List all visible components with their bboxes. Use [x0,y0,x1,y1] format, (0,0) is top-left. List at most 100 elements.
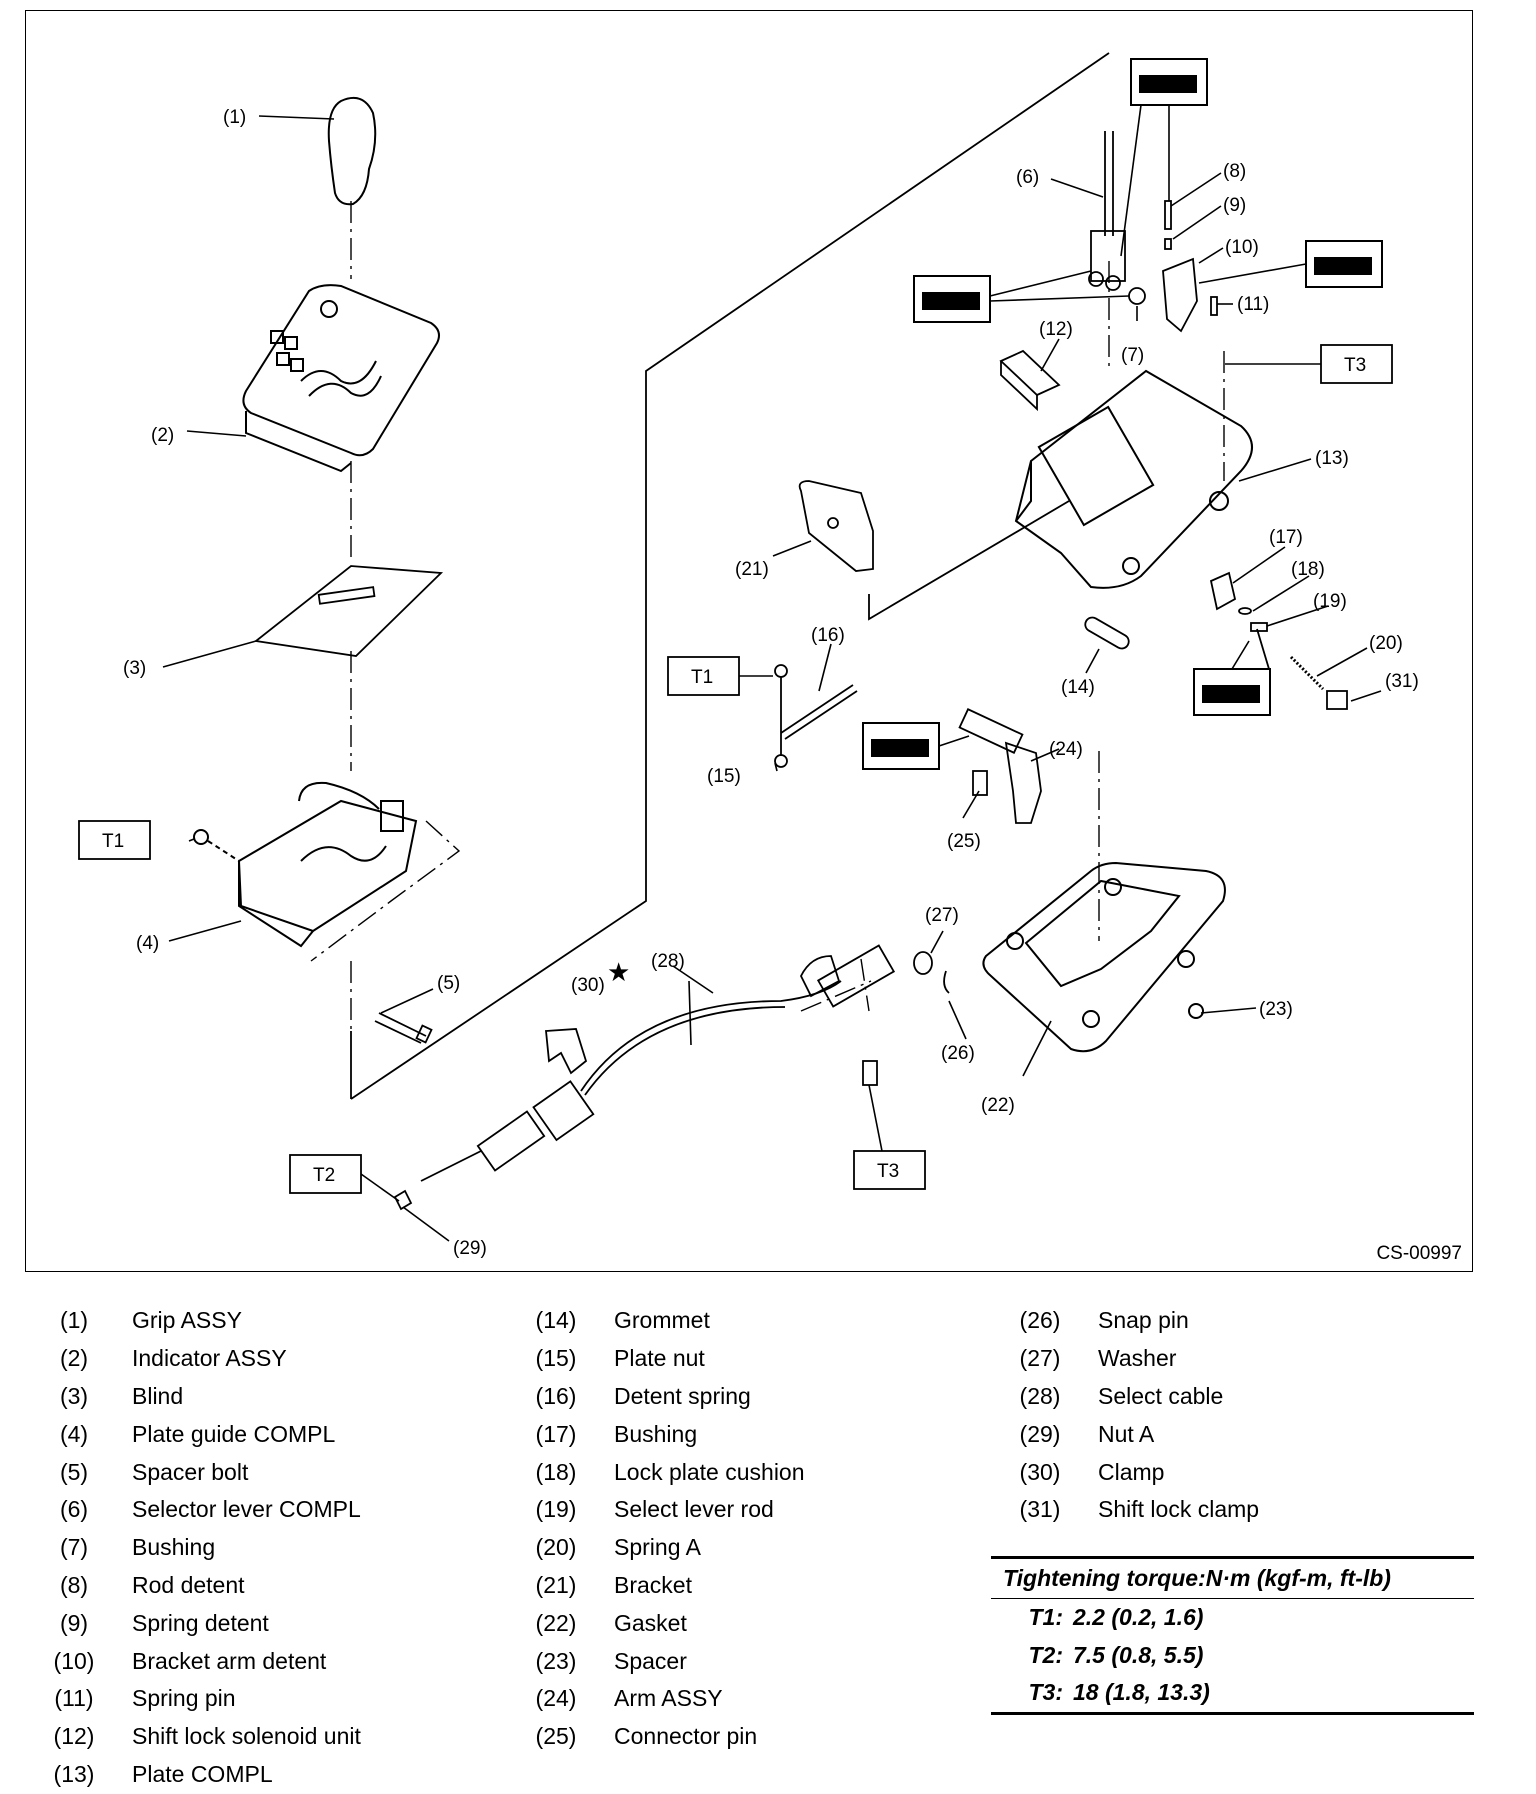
spacer-bolt-shape [374,1012,433,1044]
callout: (19) [1313,591,1347,612]
callout: (22) [981,1095,1015,1116]
legend-item: (20) Spring A [520,1529,805,1567]
item-name: 18 (1.8, 13.3) [1073,1679,1210,1706]
callout: (23) [1259,999,1293,1020]
item-number: (30) [1019,1458,1061,1485]
legend-item: (10) Bracket arm detent [38,1642,361,1680]
item-number: (26) [1019,1307,1061,1334]
legend-item: (8)Rod detent [38,1567,361,1605]
torque-table: Tightening torque:N·m (kgf-m, ft-lb) T1:… [991,1556,1474,1715]
callout: (28) [651,951,685,972]
callout: (14) [1061,677,1095,698]
item-name: 7.5 (0.8, 5.5) [1073,1641,1204,1668]
item-number: (21) [535,1571,577,1598]
item-name: Bushing [614,1420,698,1447]
item-name: Select cable [1098,1382,1224,1409]
torque-tag: T1 [691,667,713,688]
legend-column-2: (14)Grommet (15)Plate nut (16)Detent spr… [520,1302,805,1756]
select-cable-shape [393,944,950,1211]
legend-item: (5)Spacer bolt [38,1453,361,1491]
legend-item: (7) Bushing [38,1529,361,1567]
item-number: (28) [1019,1382,1061,1409]
legend-item: (27)Washer [1004,1340,1259,1378]
legend-item: (18)Lock plate cushion [520,1453,805,1491]
item-number: T2: [1028,1641,1064,1668]
arm-assy-shape [958,708,1042,824]
callout: (8) [1223,161,1246,182]
item-name: 2.2 (0.2, 1.6) [1073,1604,1204,1631]
torque-tag: T3 [1344,355,1366,376]
torque-tag-boxes [78,344,1393,1194]
center-lines [310,201,1225,1031]
item-name: Lock plate cushion [614,1458,805,1485]
legend-item: (23)Spacer [520,1642,805,1680]
callout: (18) [1291,559,1325,580]
legend-item: (30) Clamp [1004,1453,1259,1491]
plate-compl-shape [1014,369,1253,589]
item-name: Bracket [614,1571,692,1598]
item-number: (6) [59,1496,89,1523]
grease-icons [862,58,1383,770]
blind-shape [253,565,444,657]
legend-item: (13)Plate COMPL [38,1756,361,1794]
leader-lines [162,104,1382,1242]
item-name: Indicator ASSY [132,1345,287,1372]
solenoid-shape [999,349,1061,412]
item-name: Spring detent [132,1609,269,1636]
item-name: Snap pin [1098,1307,1189,1334]
item-number: (31) [1019,1496,1061,1523]
item-name: Plate nut [614,1345,705,1372]
item-name: Clamp [1098,1458,1165,1485]
item-number: (20) [535,1534,577,1561]
item-number: (17) [535,1420,577,1447]
item-name: Shift lock solenoid unit [132,1723,361,1750]
item-number: (24) [535,1685,577,1712]
legend-item: (29)Nut A [1004,1415,1259,1453]
item-name: Connector pin [614,1723,758,1750]
legend-item: (17) Bushing [520,1415,805,1453]
callout: (26) [941,1043,975,1064]
item-name: Spring A [614,1534,701,1561]
torque-row: T1:2.2 (0.2, 1.6) [991,1599,1474,1637]
callout: (9) [1223,195,1246,216]
item-name: Bushing [132,1534,216,1561]
callout: (20) [1369,633,1403,654]
legend-item: (22)Gasket [520,1604,805,1642]
assembly-outline [350,52,1110,1100]
legend-item: (6) Selector lever COMPL [38,1491,361,1529]
item-name: Spacer bolt [132,1458,249,1485]
item-name: Spacer [614,1647,687,1674]
torque-tag: T2 [313,1165,335,1186]
callout: (27) [925,905,959,926]
callout: (10) [1225,237,1259,258]
gasket-shape [982,861,1226,1053]
item-name: Selector lever COMPL [132,1496,361,1523]
callout: (7) [1121,345,1144,366]
callout: (24) [1049,739,1083,760]
item-number: (19) [535,1496,577,1523]
item-number: (7) [59,1534,89,1561]
legend-item: (14)Grommet [520,1302,805,1340]
callout: (31) [1385,671,1419,692]
item-number: (9) [59,1609,89,1636]
legend-item: (4)Plate guide COMPL [38,1415,361,1453]
item-name: Shift lock clamp [1098,1496,1260,1523]
item-number: (3) [59,1382,89,1409]
legend-column-1: (1)Grip ASSY (2)Indicator ASSY (3)Blind … [38,1302,361,1793]
star-mark: ★ [607,957,630,987]
callout: (16) [811,625,845,646]
legend-item: (28) Select cable [1004,1378,1259,1416]
item-name: Arm ASSY [614,1685,723,1712]
item-number: (22) [535,1609,577,1636]
item-number: (8) [59,1571,89,1598]
item-name: Bracket arm detent [132,1647,327,1674]
callout-labels: (1) (2) (3) (4) (5) (6) (7) (8) (9) (10)… [102,107,1419,1259]
item-number: (10) [53,1647,95,1674]
torque-heading: Tightening torque:N·m (kgf-m, ft-lb) [991,1559,1474,1599]
torque-row: T3:18 (1.8, 13.3) [991,1674,1474,1712]
item-name: Plate COMPL [132,1760,273,1787]
callout: (5) [437,973,460,994]
item-name: Plate guide COMPL [132,1420,336,1447]
item-number: (12) [53,1723,95,1750]
exploded-diagram: (1) (2) (3) (4) (5) (6) (7) (8) (9) (10)… [25,10,1473,1272]
